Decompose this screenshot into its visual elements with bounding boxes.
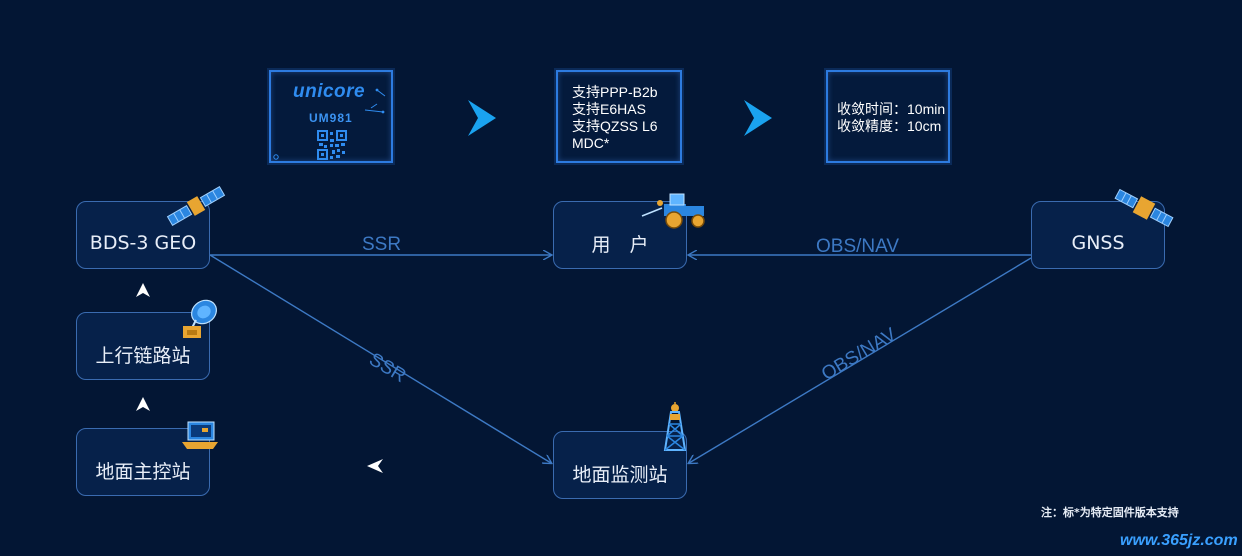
link-gnss-to-monitor (689, 257, 1032, 463)
convergence-accuracy: 收敛精度：10cm (837, 118, 942, 134)
convergence-info-box: 收敛时间：10min 收敛精度：10cm (826, 70, 950, 163)
laptop-icon (182, 421, 218, 449)
pin-marker-icon (273, 154, 279, 160)
chip-logo: unicore (293, 81, 366, 102)
arrow-up-icon (136, 283, 150, 297)
support-info-box: 支持PPP-B2b 支持E6HAS 支持QZSS L6 MDC* (556, 70, 682, 163)
qr-code-icon (317, 130, 347, 160)
dish-antenna-icon (183, 299, 217, 338)
link-geo-to-monitor (209, 254, 551, 463)
chip-trace-icon (364, 88, 386, 114)
node-label: 用 户 (591, 233, 649, 256)
arrow-up-icon (136, 397, 150, 411)
tractor-icon (641, 193, 705, 229)
chip-model: UM981 (309, 111, 353, 125)
support-line: MDC* (572, 135, 610, 151)
support-line: 支持QZSS L6 (572, 118, 658, 134)
footnote: 注：标*为特定固件版本支持 (1041, 506, 1179, 519)
satellite-icon (1114, 188, 1174, 228)
tower-icon (663, 402, 687, 451)
support-line: 支持PPP-B2b (572, 84, 658, 100)
watermark: www.365jz.com (1120, 532, 1238, 549)
chip-module-box: unicore UM981 (269, 70, 393, 163)
satellite-icon (166, 186, 226, 226)
node-label: 地面监测站 (572, 463, 668, 486)
node-label: GNSS (1071, 232, 1125, 254)
node-uplink-station: 上行链路站 (76, 312, 210, 380)
link-label-geo-user: SSR (362, 234, 402, 255)
node-label: 地面主控站 (95, 460, 191, 483)
node-monitor-station: 地面监测站 (553, 431, 687, 499)
convergence-time: 收敛时间：10min (837, 101, 946, 117)
link-label-gnss-user: OBS/NAV (816, 236, 900, 257)
chevron-right-icon (468, 100, 496, 136)
chevron-right-icon (744, 100, 772, 136)
node-label: BDS-3 GEO (89, 232, 197, 254)
arrow-left-icon (367, 459, 383, 473)
node-label: 上行链路站 (95, 344, 191, 367)
support-line: 支持E6HAS (572, 101, 646, 117)
